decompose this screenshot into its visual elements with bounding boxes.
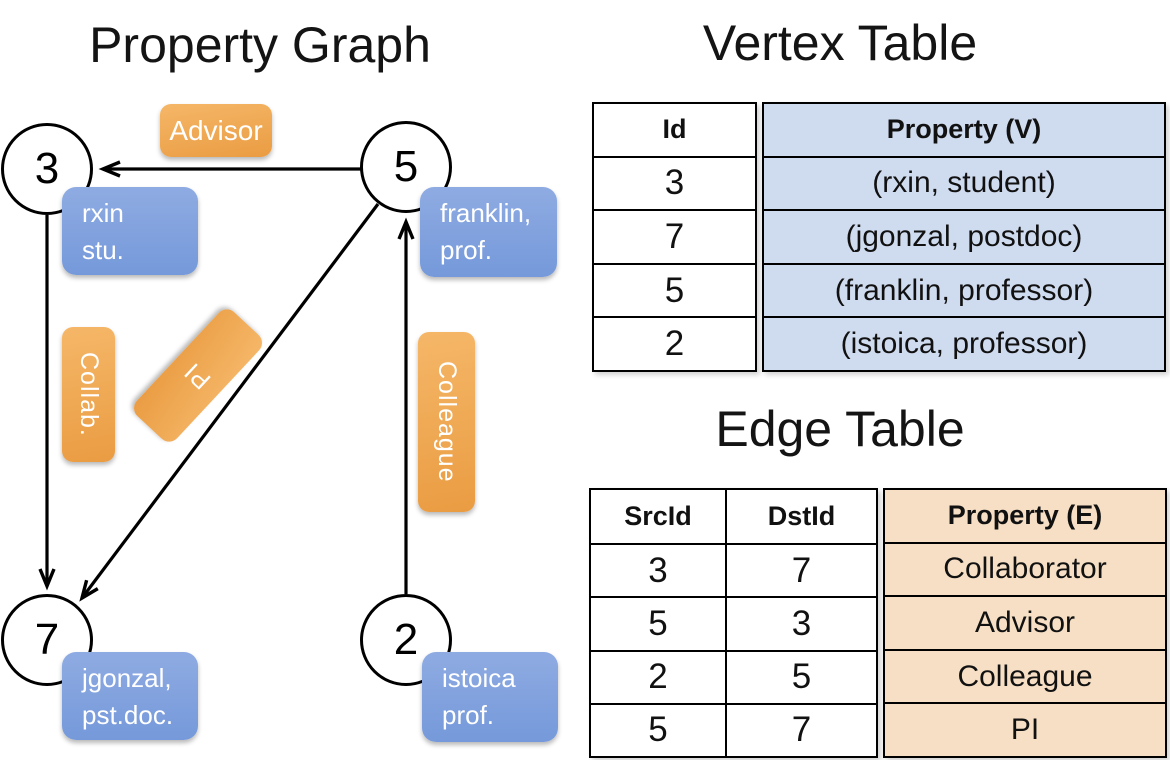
edge-dstid-cell: 5	[725, 649, 876, 703]
node-id-label: 3	[34, 144, 60, 193]
edge-property-cell: Collaborator	[885, 541, 1165, 596]
edge-label-colleague: Colleague	[418, 332, 475, 512]
edge-dstid-cell: 3	[725, 596, 876, 650]
edge-label-collab: Collab.	[62, 327, 115, 462]
edge-label-advisor: Advisor	[160, 104, 272, 157]
edge-table-property-column: Property (E) Collaborator Advisor Collea…	[883, 488, 1167, 758]
edge-label-text: Advisor	[169, 114, 263, 146]
edge-srcid-cell: 2	[591, 649, 725, 703]
edge-table-header-property: Property (E)	[885, 490, 1165, 542]
callout-line: rxin	[82, 198, 124, 228]
callout-line: prof.	[442, 699, 495, 730]
node-7-property-callout: jgonzal, pst.doc.	[62, 652, 198, 740]
edge-table-header-dstid: DstId	[725, 490, 876, 544]
vertex-table-header-property: Property (V)	[764, 104, 1164, 156]
vertex-table-header-id: Id	[662, 114, 687, 145]
vertex-id-cell: 2	[594, 316, 755, 370]
edge-dstid-cell: 7	[725, 543, 876, 597]
edge-srcid-cell: 5	[591, 702, 725, 756]
edge-property-cell: Colleague	[885, 648, 1165, 703]
edge-property-cell: Advisor	[885, 595, 1165, 649]
node-id-label: 7	[34, 615, 60, 664]
node-2-property-callout: istoica prof.	[422, 652, 558, 742]
edge-table-title: Edge Table	[715, 401, 965, 457]
vertex-property-cell: (istoica, professor)	[764, 316, 1164, 370]
vertex-id-cell: 3	[594, 155, 755, 210]
vertex-property-cell: (jgonzal, postdoc)	[764, 209, 1164, 263]
vertex-table-property-column: Property (V) (rxin, student) (jgonzal, p…	[762, 102, 1166, 372]
edge-srcid-cell: 3	[591, 543, 725, 596]
edge-srcid-cell: 5	[591, 596, 725, 649]
node-5-property-callout: franklin, prof.	[420, 187, 557, 277]
edge-label-text: PI	[178, 356, 217, 395]
vertex-property-cell: (rxin, student)	[764, 155, 1164, 210]
edge-dstid-cell: 7	[725, 702, 876, 756]
callout-line: stu.	[82, 234, 124, 265]
edge-property-cell: PI	[885, 702, 1165, 756]
vertex-id-cell: 5	[594, 262, 755, 317]
node-3-property-callout: rxin stu.	[62, 187, 198, 275]
edge-table-src-dst-columns: SrcId DstId 3 7 5 3 2 5 5 7	[589, 488, 878, 758]
node-id-label: 5	[393, 142, 419, 191]
property-graph-title: Property Graph	[89, 17, 431, 73]
graph-node-5: 5	[360, 121, 452, 213]
vertex-property-cell: (franklin, professor)	[764, 262, 1164, 317]
vertex-table-title: Vertex Table	[702, 15, 978, 71]
node-id-label: 2	[393, 615, 419, 664]
vertex-table-id-column: Id 3 7 5 2	[592, 102, 757, 372]
edge-label-pi: PI	[129, 304, 267, 447]
graph-node-3: 3	[1, 123, 93, 215]
vertex-id-cell: 7	[594, 209, 755, 263]
callout-line: franklin,	[440, 198, 532, 228]
callout-line: pst.doc.	[82, 699, 174, 730]
edge-label-text: Collab.	[75, 352, 103, 437]
callout-line: prof.	[440, 234, 493, 265]
edge-label-text: Colleague	[433, 361, 461, 483]
callout-line: jgonzal,	[82, 663, 172, 693]
edge-table-header-srcid: SrcId	[624, 501, 692, 532]
callout-line: istoica	[442, 663, 516, 693]
